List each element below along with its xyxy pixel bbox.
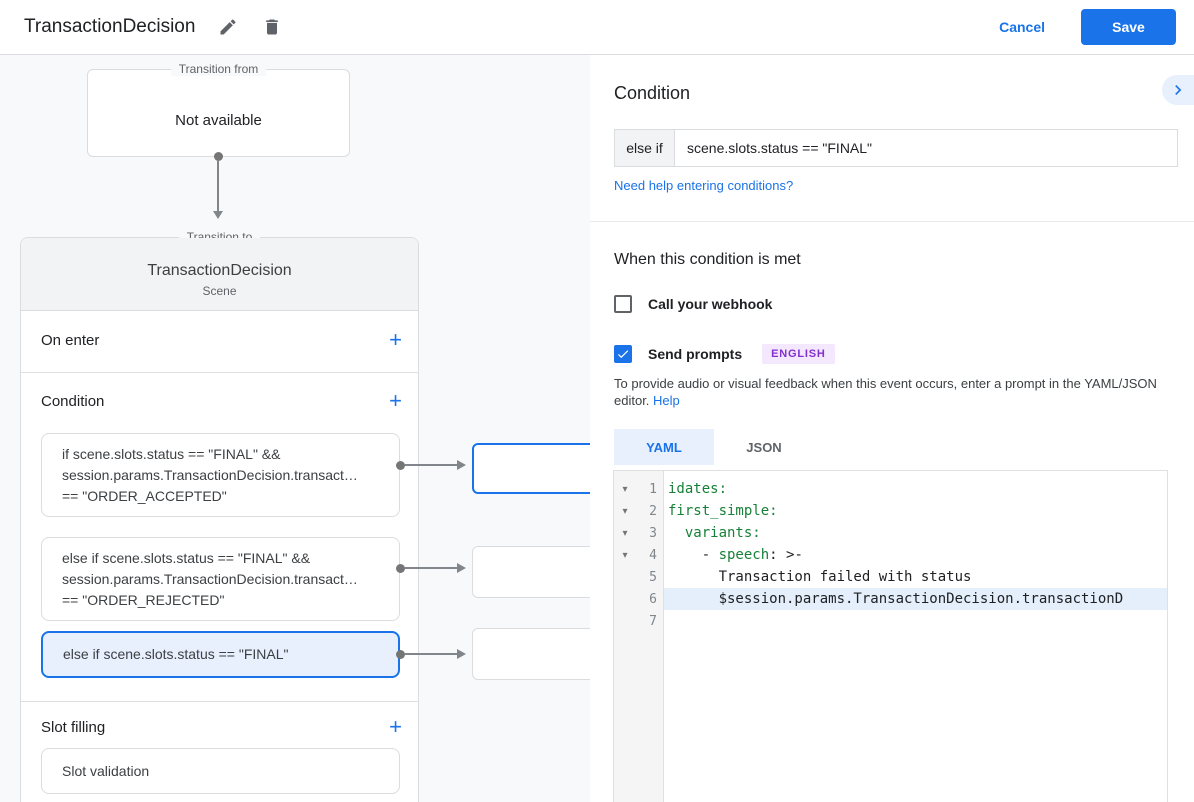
webhook-label: Call your webhook bbox=[648, 296, 773, 312]
cancel-button[interactable]: Cancel bbox=[999, 19, 1045, 35]
code-line[interactable]: first_simple: bbox=[668, 503, 778, 519]
slot-validation-item[interactable]: Slot validation bbox=[41, 748, 400, 794]
connector-dot bbox=[396, 564, 405, 573]
help-link[interactable]: Help bbox=[653, 393, 680, 408]
code-line[interactable]: Transaction failed with status bbox=[668, 569, 972, 585]
connector-line bbox=[405, 464, 457, 466]
scene-card: Transition to TransactionDecision Scene … bbox=[20, 230, 419, 802]
tab-yaml[interactable]: YAML bbox=[614, 429, 714, 465]
code-lines[interactable]: idates: first_simple: variants: - speech:… bbox=[664, 471, 1167, 802]
edit-button[interactable] bbox=[217, 16, 239, 38]
tab-json[interactable]: JSON bbox=[746, 439, 782, 455]
send-prompts-checkbox[interactable] bbox=[614, 345, 632, 363]
scene-card-header[interactable]: TransactionDecision Scene bbox=[21, 238, 418, 311]
add-condition-button[interactable]: + bbox=[389, 388, 402, 413]
condition-item-2[interactable]: else if scene.slots.status == "FINAL" &&… bbox=[41, 537, 400, 621]
connector-dot bbox=[396, 461, 405, 470]
panel-title: Condition bbox=[614, 83, 691, 103]
fold-arrow-icon[interactable]: ▾ bbox=[622, 549, 628, 561]
trash-icon bbox=[262, 17, 282, 37]
condition-input[interactable] bbox=[675, 130, 1177, 166]
language-badge: ENGLISH bbox=[762, 344, 835, 364]
section-slot-filling: Slot filling bbox=[41, 719, 106, 736]
top-bar: TransactionDecision Cancel Save bbox=[0, 0, 1194, 55]
connector-line bbox=[405, 653, 457, 655]
code-line[interactable]: $session.params.TransactionDecision.tran… bbox=[664, 588, 1167, 610]
arrow-right-icon bbox=[457, 460, 466, 470]
fold-arrow-icon[interactable]: ▾ bbox=[622, 483, 628, 495]
editor-tabs: YAML JSON bbox=[614, 429, 814, 465]
code-line[interactable]: idates: bbox=[668, 481, 728, 497]
code-line[interactable]: - speech: >- bbox=[668, 547, 803, 563]
connector-dot bbox=[214, 152, 223, 161]
condition-detail-panel: Condition else if Need help entering con… bbox=[590, 55, 1194, 802]
transition-target-2[interactable] bbox=[472, 546, 590, 598]
line-number: 1 bbox=[649, 481, 657, 497]
transition-from-label: Transition from bbox=[170, 62, 267, 76]
transition-from-box[interactable]: Transition from Not available bbox=[87, 62, 350, 157]
page-title: TransactionDecision bbox=[24, 16, 196, 37]
code-line[interactable] bbox=[664, 610, 1167, 632]
connector-line bbox=[217, 160, 219, 211]
condition-prefix: else if bbox=[615, 130, 675, 166]
send-prompts-row: Send prompts ENGLISH bbox=[614, 344, 835, 364]
section-condition: Condition bbox=[41, 393, 105, 410]
flow-canvas: Transition from Not available Transition… bbox=[0, 55, 590, 802]
chevron-right-icon bbox=[1168, 80, 1188, 100]
arrow-right-icon bbox=[457, 563, 466, 573]
connector-dot bbox=[396, 650, 405, 659]
connector-line bbox=[405, 567, 457, 569]
fold-arrow-icon[interactable]: ▾ bbox=[622, 505, 628, 517]
conditions-help-link[interactable]: Need help entering conditions? bbox=[614, 178, 794, 193]
webhook-row: Call your webhook bbox=[614, 295, 772, 313]
check-icon bbox=[616, 347, 630, 361]
line-number: 3 bbox=[649, 525, 657, 541]
condition-expression-row: else if bbox=[614, 129, 1178, 167]
send-prompts-label: Send prompts bbox=[648, 346, 743, 362]
editor-hint: To provide audio or visual feedback when… bbox=[614, 376, 1157, 408]
when-condition-title: When this condition is met bbox=[614, 251, 801, 268]
line-number: 4 bbox=[649, 547, 657, 563]
condition-item-1[interactable]: if scene.slots.status == "FINAL" && sess… bbox=[41, 433, 400, 517]
collapse-panel-button[interactable] bbox=[1162, 75, 1194, 105]
transition-target-1[interactable] bbox=[472, 443, 590, 494]
transition-from-value: Not available bbox=[175, 112, 262, 129]
transition-target-3[interactable] bbox=[472, 628, 590, 680]
code-line[interactable]: variants: bbox=[684, 525, 761, 541]
yaml-editor[interactable]: ▾ 1 ▾ 2 ▾ 3 ▾ 4 5 6 7 idates: first_simple: variant… bbox=[613, 470, 1168, 802]
webhook-checkbox[interactable] bbox=[614, 295, 632, 313]
line-number: 5 bbox=[649, 569, 657, 585]
scene-type: Scene bbox=[202, 284, 237, 298]
pencil-icon bbox=[218, 17, 238, 37]
add-on-enter-button[interactable]: + bbox=[389, 327, 402, 352]
line-number: 7 bbox=[649, 613, 657, 629]
line-number: 6 bbox=[649, 591, 657, 607]
save-button[interactable]: Save bbox=[1081, 9, 1176, 45]
arrow-down-icon bbox=[213, 211, 223, 219]
arrow-right-icon bbox=[457, 649, 466, 659]
section-on-enter: On enter bbox=[41, 332, 100, 349]
add-slot-button[interactable]: + bbox=[389, 714, 402, 739]
line-number: 2 bbox=[649, 503, 657, 519]
condition-item-3-selected[interactable]: else if scene.slots.status == "FINAL" bbox=[41, 631, 400, 678]
fold-arrow-icon[interactable]: ▾ bbox=[622, 527, 628, 539]
delete-button[interactable] bbox=[261, 16, 283, 38]
scene-name: TransactionDecision bbox=[147, 262, 292, 279]
code-gutter: ▾ 1 ▾ 2 ▾ 3 ▾ 4 5 6 7 bbox=[614, 471, 664, 802]
